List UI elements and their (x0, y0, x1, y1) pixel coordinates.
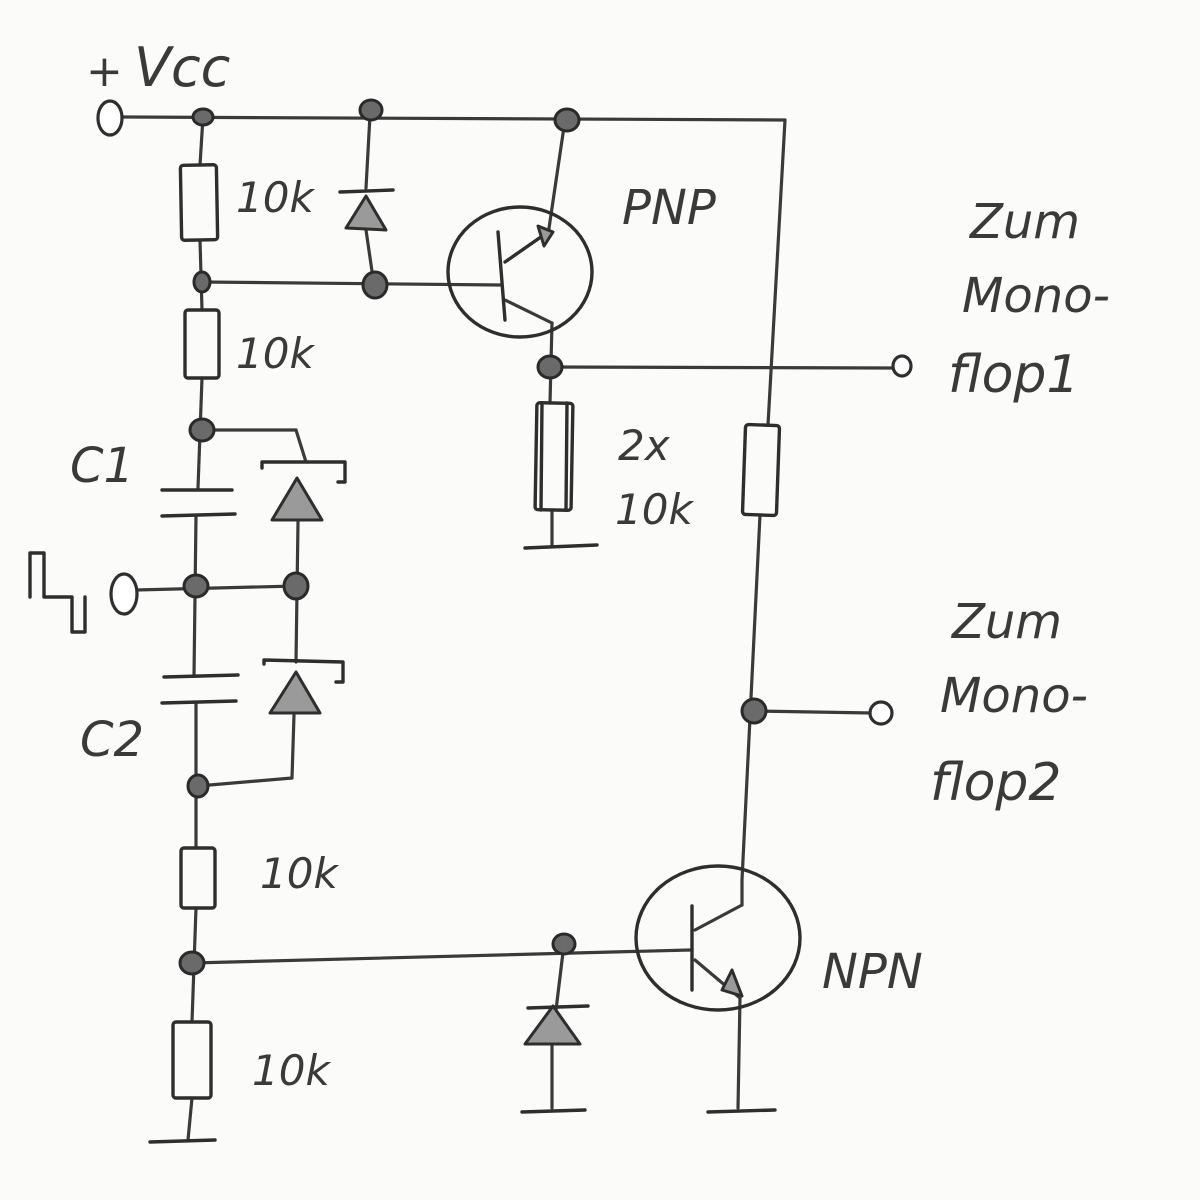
junction-dot (358, 98, 384, 122)
capacitor-c1-plate-bottom (160, 512, 237, 518)
pnp-base-wire (200, 280, 502, 287)
zener2-wire-down (290, 713, 296, 780)
resistor-r4-label: 10k (260, 849, 339, 898)
junction-dot (740, 697, 768, 725)
input-pulse-symbol (28, 551, 87, 634)
bottom-diode-ground-symbol (520, 1108, 587, 1114)
capacitor-c1-label: C1 (70, 438, 134, 494)
junction-dot (282, 571, 310, 601)
junction-dot (182, 573, 210, 599)
top-diode-wire-upper (364, 113, 372, 190)
pnp-label: PNP (622, 180, 716, 236)
junction-dot (536, 354, 564, 380)
junction-dot (551, 932, 577, 956)
output1-label-line3: flop1 (948, 345, 1080, 405)
top-diode-body (344, 194, 388, 232)
r3-ground-symbol (523, 543, 599, 550)
pnp-collector-wire (503, 298, 554, 325)
output2-wire (752, 709, 874, 715)
input-wire (134, 584, 298, 592)
resistor-r3-label-line1: 2x (618, 421, 671, 470)
vcc-plus-label: + (86, 46, 123, 97)
resistor-r4 (179, 846, 217, 910)
vcc-terminal (96, 99, 124, 137)
npn-ground-symbol (706, 1108, 777, 1114)
junction-dot (191, 107, 215, 127)
vcc-label: Vcc (134, 36, 230, 99)
output2-label-line3: flop2 (930, 753, 1062, 813)
pnp-transistor-circle (446, 205, 594, 339)
resistor-r3-double-left (539, 401, 544, 512)
junction-dot (186, 773, 210, 799)
output1-label-line1: Zum (968, 194, 1080, 250)
junction-dot (361, 270, 389, 300)
capacitor-c2-plate-bottom (160, 699, 238, 705)
capacitor-c2-plate-top (162, 673, 240, 679)
zener2-wire-left (196, 776, 294, 788)
npn-base-wire (190, 948, 692, 965)
resistor-right (740, 422, 782, 518)
npn-label: NPN (822, 944, 923, 1000)
pnp-emitter-wire (546, 118, 567, 237)
top-diode-bar (338, 188, 395, 194)
resistor-r1 (178, 163, 220, 242)
zener1-body (270, 476, 324, 522)
pnp-base-bar (496, 230, 507, 322)
left-column-wire-7 (186, 1096, 194, 1142)
output2-label-line1: Zum (950, 594, 1062, 650)
zener2-bar (262, 658, 345, 684)
resistor-r2 (183, 308, 221, 380)
resistor-r3-label-line2: 10k (615, 485, 694, 534)
right-vertical-wire-top (766, 118, 787, 427)
zener2-body (268, 670, 322, 715)
capacitor-c2-label: C2 (80, 712, 144, 768)
input-terminal (109, 572, 139, 616)
output1-terminal (891, 354, 913, 378)
npn-emitter-arrow (720, 968, 744, 998)
resistor-r5-label: 10k (252, 1046, 331, 1095)
npn-transistor-circle (634, 864, 802, 1012)
output1-label-line2: Mono- (962, 268, 1110, 324)
right-vertical-wire-bottom (740, 513, 762, 882)
resistor-r1-label: 10k (236, 173, 315, 222)
c1-zener-wire-down (294, 428, 308, 464)
junction-dot (188, 417, 216, 443)
resistor-r3 (533, 401, 575, 512)
bottom-diode-body (523, 1004, 582, 1046)
resistor-r3-double-right (564, 401, 569, 512)
output2-label-line2: Mono- (940, 668, 1088, 724)
junction-dot (553, 107, 581, 133)
pnp-emitter-arrow (536, 224, 555, 248)
resistor-r2-label: 10k (236, 329, 315, 378)
output2-terminal (868, 700, 894, 726)
junction-dot (178, 950, 206, 976)
npn-ground-wire (736, 996, 742, 1110)
output1-wire (548, 365, 895, 370)
bottom-diode-bar (526, 1004, 590, 1010)
zener1-bar (260, 460, 347, 484)
left-ground-symbol (148, 1138, 217, 1144)
resistor-r5 (171, 1020, 213, 1100)
junction-dot (192, 270, 212, 294)
npn-collector-wire-2 (693, 903, 744, 932)
vcc-rail-wire (120, 115, 787, 122)
